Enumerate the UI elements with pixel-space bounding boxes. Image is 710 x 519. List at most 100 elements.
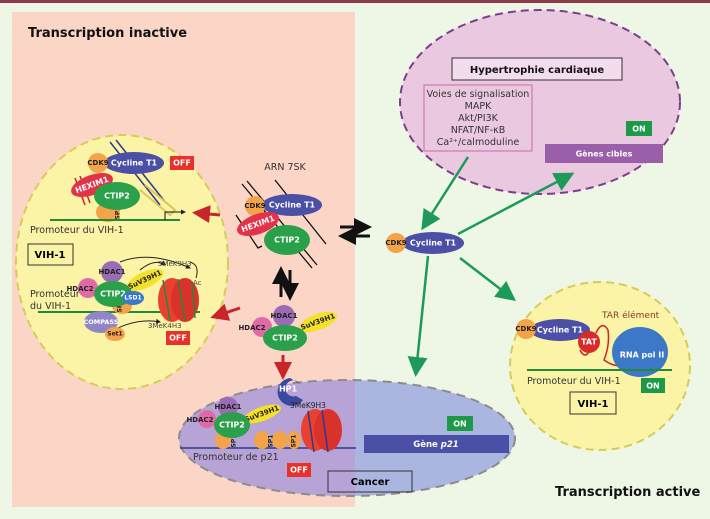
promoter-label: Promoteur du VIH-1	[30, 225, 124, 236]
target-genes-label: Gènes cibles	[576, 149, 633, 159]
vih-inactive-complex-2: Promoteur du VIH-1 3MeK9H3 Ac SP1 HDAC1 …	[30, 256, 202, 345]
vih-label: VIH-1	[35, 250, 66, 261]
promoter-label: Promoteur du VIH-1	[527, 376, 621, 387]
mark-k9: 3MeK9H3	[290, 401, 326, 410]
sp1-label: SP1	[268, 435, 275, 448]
svg-text:ON: ON	[453, 420, 467, 429]
off-badge	[166, 331, 190, 345]
mark-ac: Ac	[193, 279, 202, 287]
target-genes-bar	[545, 144, 663, 163]
vih-box	[27, 243, 74, 266]
on-badge	[447, 416, 473, 431]
promoter-label-line2: du VIH-1	[30, 301, 71, 312]
nucleosome	[301, 409, 342, 453]
sp1-label: SP1	[291, 435, 298, 448]
svg-text:Cycline T1: Cycline T1	[410, 239, 457, 248]
pathway-1: MAPK	[465, 101, 492, 112]
protein-cycline-t1: Cycline T1	[402, 232, 464, 254]
svg-text:COMPASS: COMPASS	[83, 318, 118, 326]
green-arrow-icon	[459, 257, 516, 302]
svg-text:HDAC1: HDAC1	[98, 268, 125, 276]
protein-hp1: HP1	[277, 378, 303, 406]
svg-text:RNA pol II: RNA pol II	[620, 351, 665, 360]
protein-cycline-t1: Cycline T1	[530, 319, 590, 341]
svg-text:Cycline T1: Cycline T1	[269, 201, 316, 210]
hypertrophie-title-box	[451, 57, 623, 81]
protein-ctip2: CTIP2	[94, 281, 132, 307]
svg-text:CDK9: CDK9	[87, 159, 108, 167]
on-label: ON	[632, 125, 646, 134]
svg-text:HDAC2: HDAC2	[186, 416, 213, 424]
protein-ctip2: CTIP2	[94, 182, 140, 210]
pathway-0: Voies de signalisation	[427, 89, 530, 100]
title-active: Transcription active	[555, 485, 701, 500]
pathway-3: NFAT/NF-κB	[451, 125, 506, 136]
arn-7sk-label: ARN 7SK	[264, 162, 306, 173]
title-inactive: Transcription inactive	[28, 26, 187, 41]
cancer-box	[327, 470, 413, 493]
green-arrow-icon	[457, 172, 575, 236]
equilibrium-arrows-vertical-icon	[272, 266, 299, 301]
vih-inactive-complex-1: SP1 Cycline T1 CDK9 HEXIM1 CTIP2 OFF Pro…	[27, 139, 194, 266]
protein-ctip2: CTIP2	[264, 225, 310, 255]
vih-box	[569, 391, 617, 415]
svg-text:HP1: HP1	[279, 385, 298, 394]
protein-tat: TAT	[578, 331, 600, 353]
svg-text:CTIP2: CTIP2	[219, 421, 245, 430]
red-arrow-icon	[192, 205, 221, 224]
off-badge	[170, 156, 194, 170]
svg-text:ON: ON	[646, 382, 660, 391]
protein-rna-pol-ii: RNA pol II	[612, 327, 668, 377]
svg-text:OFF: OFF	[169, 334, 187, 343]
tss-arrow-icon	[164, 209, 186, 220]
protein-cdk9: CDK9	[385, 233, 407, 253]
green-arrow-icon	[407, 255, 430, 377]
p21-promoter-label: Promoteur de p21	[193, 452, 279, 463]
nucleosome	[158, 278, 199, 322]
vih-inactive-region	[15, 134, 229, 390]
protein-hdac2: HDAC2	[66, 278, 98, 298]
vih-active-region: TAR élément RNA pol II Cycline T1 CDK9 T…	[509, 281, 691, 451]
green-arrow-icon	[421, 156, 470, 231]
svg-text:LSD1: LSD1	[124, 295, 141, 302]
hypertrophie-title: Hypertrophie cardiaque	[470, 65, 605, 76]
protein-hdac2: HDAC2	[186, 410, 216, 428]
mark-k4: 3MeK4H3	[148, 322, 182, 330]
pathway-4: Ca²⁺/calmoduline	[437, 137, 520, 148]
top-bar	[0, 0, 710, 3]
promoter-label-line1: Promoteur	[30, 289, 80, 300]
svg-text:Cycline T1: Cycline T1	[537, 326, 584, 335]
protein-hdac1: HDAC1	[214, 397, 242, 417]
ptefb-active: Cycline T1 CDK9	[385, 232, 464, 254]
svg-text:HDAC1: HDAC1	[214, 403, 241, 411]
on-badge	[641, 378, 665, 393]
svg-text:OFF: OFF	[173, 159, 191, 168]
protein-lsd1: LSD1	[122, 291, 144, 305]
cancer-label: Cancer	[351, 477, 390, 488]
equilibrium-arrows-horizontal-icon	[338, 218, 372, 245]
protein-cdk9: CDK9	[87, 153, 109, 173]
protein-cdk9: CDK9	[244, 196, 266, 216]
p21-region: SP1 SP1 SP1 HP1 3MeK9H3 HDAC1 SuV39H1 HD…	[178, 378, 516, 497]
pathway-2: Akt/PI3K	[458, 113, 499, 124]
pathways-box	[423, 84, 533, 152]
sp1-label: SP1	[231, 435, 238, 448]
svg-text:CTIP2: CTIP2	[104, 192, 130, 201]
svg-text:CDK9: CDK9	[385, 239, 406, 247]
sp1-label: SP1	[115, 207, 122, 220]
protein-hexim1: HEXIM1	[237, 211, 279, 237]
svg-text:HDAC1: HDAC1	[270, 312, 297, 320]
off-badge	[287, 463, 311, 477]
protein-cdk9: CDK9	[515, 319, 537, 339]
hypertrophie-region: Hypertrophie cardiaque Voies de signalis…	[399, 9, 681, 195]
svg-text:CTIP2: CTIP2	[272, 334, 298, 343]
protein-compass: COMPASS	[83, 311, 119, 333]
svg-text:CTIP2: CTIP2	[274, 236, 300, 245]
protein-hdac1: HDAC1	[98, 261, 126, 283]
on-badge-hypertrophie	[626, 121, 652, 136]
svg-text:CTIP2: CTIP2	[100, 290, 126, 299]
protein-ctip2: CTIP2	[214, 412, 250, 438]
protein-cycline-t1: Cycline T1	[104, 152, 164, 174]
protein-set1: Set1	[105, 327, 125, 341]
